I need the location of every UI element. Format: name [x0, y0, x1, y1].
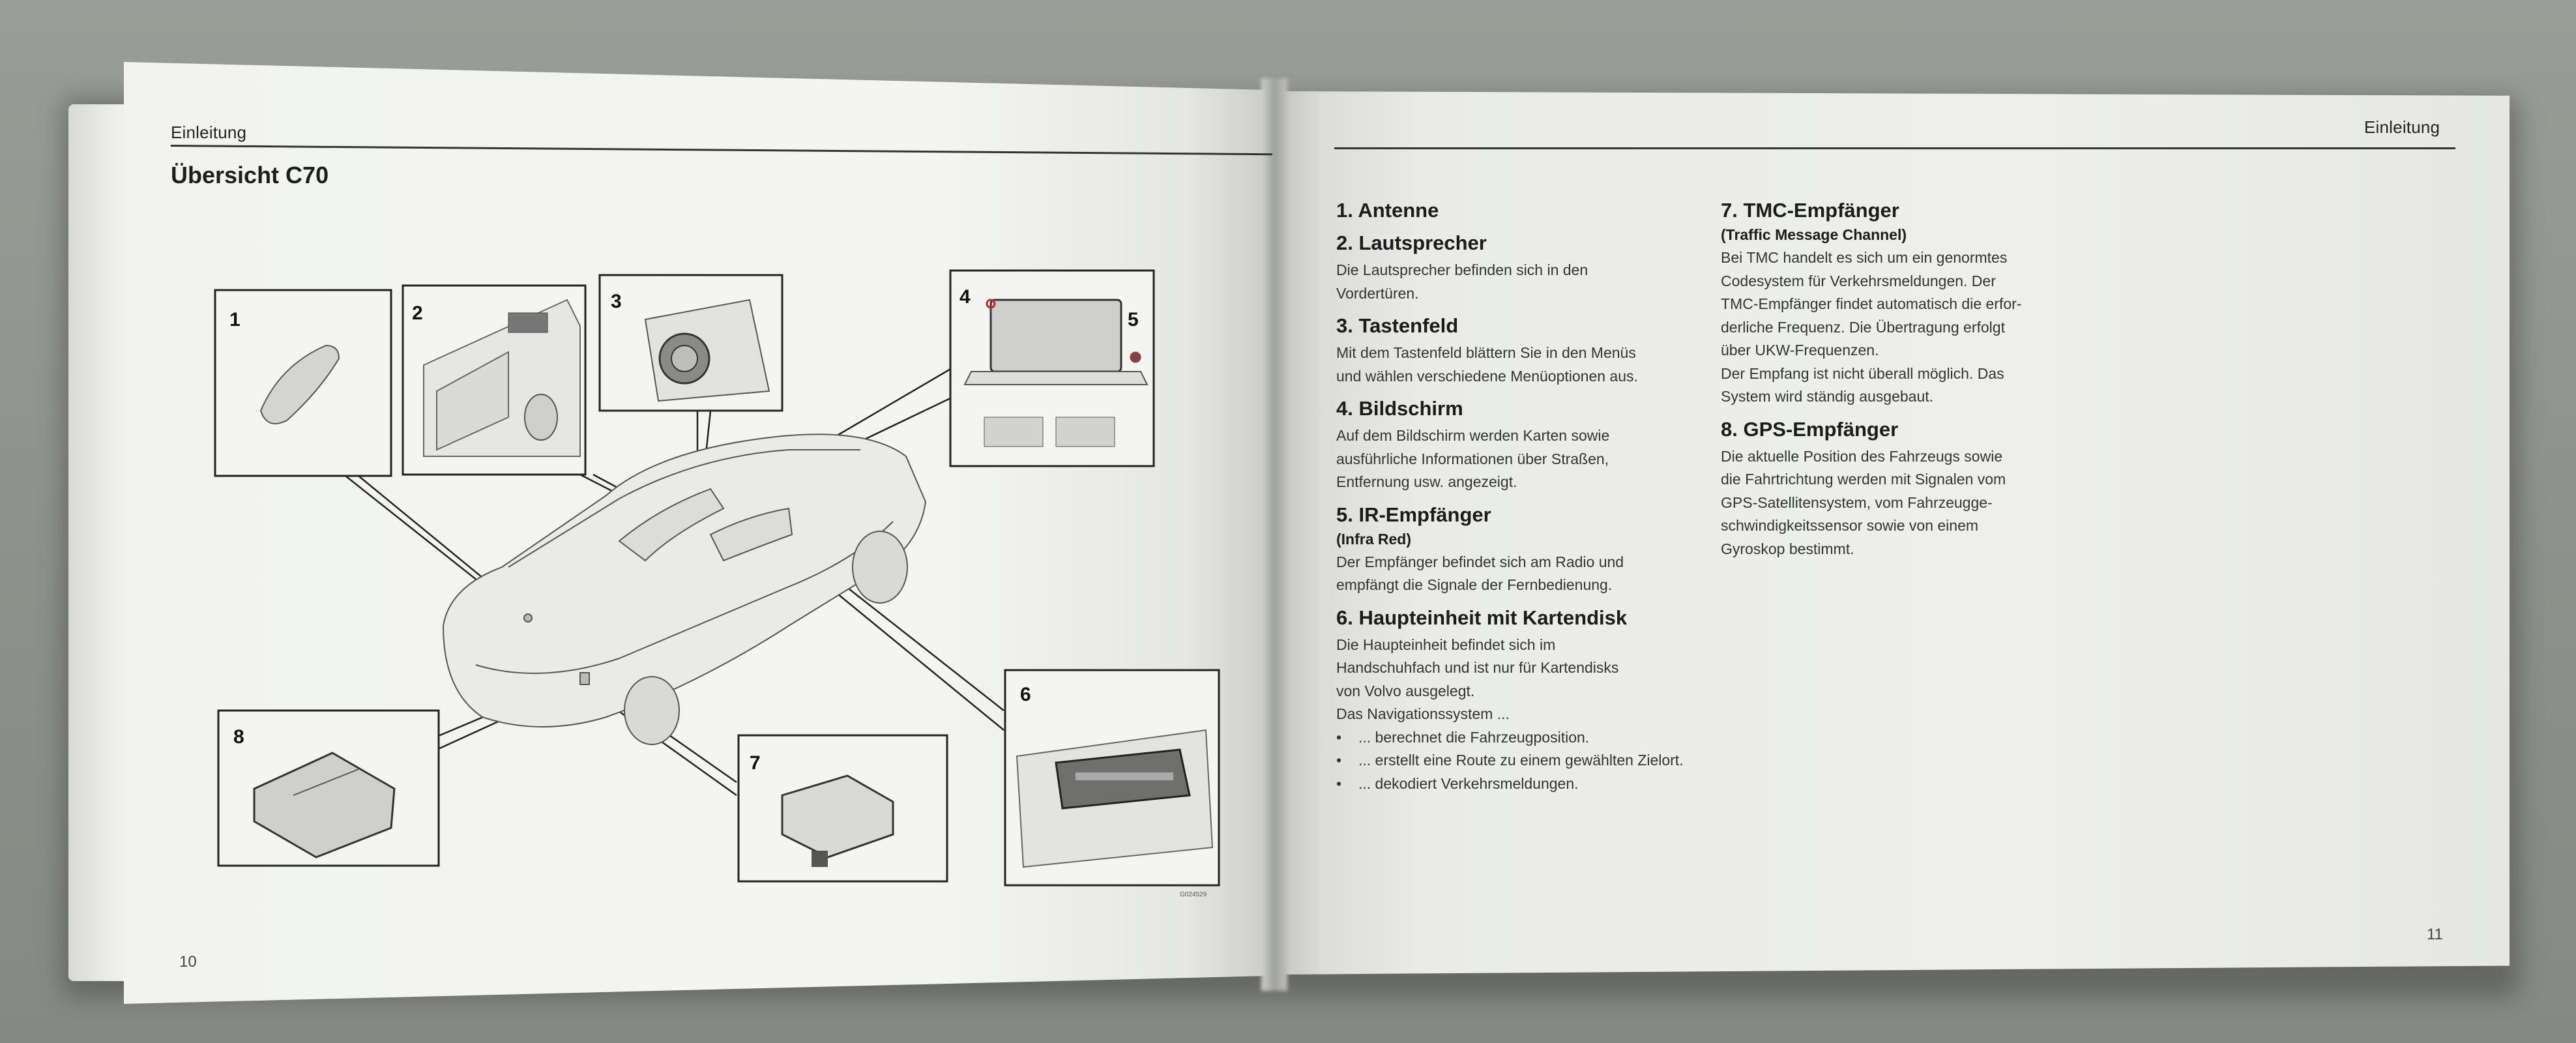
navigation-bullets: ... berechnet die Fahrzeugposition. ... …	[1336, 726, 1701, 796]
content-column-right: 7. TMC-Empfänger (Traffic Message Channe…	[1721, 199, 2086, 570]
callout-label-5: 5	[1128, 309, 1139, 331]
content-column-left: 1. Antenne 2. Lautsprecher Die Lautsprec…	[1336, 199, 1701, 804]
body-line: Die Lautsprecher befinden sich in den	[1336, 261, 1588, 278]
callout-box-2: 2	[402, 284, 587, 476]
bullet-item: ... dekodiert Verkehrsmeldungen.	[1336, 772, 1701, 796]
figure-code: G024529	[1180, 891, 1207, 898]
book-spine	[1261, 78, 1287, 991]
left-running-head: Einleitung	[171, 123, 247, 142]
body-line: Bei TMC handelt es sich um ein genormtes	[1721, 249, 2008, 266]
section-heading: 8. GPS-Empfänger	[1721, 417, 1899, 441]
callout-box-1: 1	[214, 289, 392, 477]
left-page-number: 10	[179, 953, 197, 971]
section-subheading: (Infra Red)	[1336, 530, 1411, 548]
callout-label-8: 8	[233, 726, 244, 748]
body-line: Mit dem Tastenfeld blättern Sie in den M…	[1336, 344, 1636, 361]
callout-label-6: 6	[1020, 684, 1031, 705]
section-gps-empfaenger: 8. GPS-Empfänger Die aktuelle Position d…	[1721, 418, 2086, 561]
callout-label-7: 7	[750, 752, 761, 774]
callout-label-2: 2	[412, 302, 423, 324]
body-line: GPS-Satellitensystem, vom Fahrzeugge-	[1721, 493, 1993, 511]
section-heading: 4. Bildschirm	[1336, 397, 1463, 420]
right-running-head: Einleitung	[2364, 117, 2440, 137]
page-title: Übersicht C70	[171, 162, 329, 188]
right-page-number: 11	[2427, 926, 2443, 943]
body-line: TMC-Empfänger findet automatisch die erf…	[1721, 295, 2022, 312]
callout-box-3: 3	[598, 274, 783, 412]
body-line: Der Empfänger befindet sich am Radio und	[1336, 553, 1624, 570]
body-line: ausführliche Informationen über Straßen,	[1336, 450, 1609, 467]
section-bildschirm: 4. Bildschirm Auf dem Bildschirm werden …	[1336, 397, 1701, 494]
body-line: Entfernung usw. angezeigt.	[1336, 473, 1517, 490]
section-ir-empfaenger: 5. IR-Empfänger (Infra Red) Der Empfänge…	[1336, 503, 1701, 597]
body-line: Auf dem Bildschirm werden Karten sowie	[1336, 427, 1610, 444]
bullet-item: ... erstellt eine Route zu einem gewählt…	[1336, 749, 1701, 772]
section-haupteinheit: 6. Haupteinheit mit Kartendisk Die Haupt…	[1336, 606, 1701, 796]
section-heading: 5. IR-Empfänger	[1336, 503, 1491, 526]
right-header-rule	[1334, 147, 2455, 149]
callout-box-8: 8	[217, 709, 440, 867]
callout-box-4-5: 4 5	[949, 269, 1155, 467]
section-antenne: 1. Antenne	[1336, 199, 1701, 222]
body-line: Vordertüren.	[1336, 284, 1419, 302]
callout-label-3: 3	[611, 291, 622, 312]
section-heading: 2. Lautsprecher	[1336, 231, 1487, 254]
right-page	[1274, 91, 2510, 975]
body-line: und wählen verschiedene Menüoptionen aus…	[1336, 367, 1638, 385]
section-lautsprecher: 2. Lautsprecher Die Lautsprecher befinde…	[1336, 231, 1701, 305]
body-line: Handschuhfach und ist nur für Kartendisk…	[1336, 659, 1619, 676]
section-tastenfeld: 3. Tastenfeld Mit dem Tastenfeld blätter…	[1336, 314, 1701, 388]
body-line: Der Empfang ist nicht überall möglich. D…	[1721, 364, 2004, 382]
body-line: System wird ständig ausgebaut.	[1721, 388, 1934, 405]
section-subheading: (Traffic Message Channel)	[1721, 226, 1907, 243]
section-heading: 3. Tastenfeld	[1336, 314, 1459, 337]
section-heading: 7. TMC-Empfänger	[1721, 199, 1899, 222]
body-line: empfängt die Signale der Fernbedienung.	[1336, 576, 1613, 593]
section-tmc-empfaenger: 7. TMC-Empfänger (Traffic Message Channe…	[1721, 199, 2086, 409]
bullet-item: ... berechnet die Fahrzeugposition.	[1336, 726, 1701, 750]
body-line: Das Navigationssystem ...	[1336, 705, 1510, 722]
body-line: schwindigkeitssensor sowie von einem	[1721, 517, 1979, 534]
body-line: Codesystem für Verkehrsmeldungen. Der	[1721, 272, 1996, 289]
body-line: Die aktuelle Position des Fahrzeugs sowi…	[1721, 447, 2003, 465]
vehicle-overview-figure: 1 2 3 4 5 6 G024529	[214, 269, 1220, 898]
body-line: Die Haupteinheit befindet sich im	[1336, 636, 1556, 653]
body-line: von Volvo ausgelegt.	[1336, 682, 1475, 699]
callout-label-4: 4	[959, 286, 971, 308]
callout-box-7: 7	[737, 734, 948, 883]
body-line: derliche Frequenz. Die Übertragung erfol…	[1721, 318, 2005, 336]
car-illustration	[442, 433, 927, 745]
callout-label-1: 1	[229, 309, 241, 331]
section-heading: 6. Haupteinheit mit Kartendisk	[1336, 606, 1628, 629]
body-line: Gyroskop bestimmt.	[1721, 540, 1854, 557]
body-line: die Fahrtrichtung werden mit Signalen vo…	[1721, 471, 2006, 488]
section-heading: 1. Antenne	[1336, 199, 1439, 222]
callout-box-6: 6	[1004, 669, 1220, 887]
body-line: über UKW-Frequenzen.	[1721, 342, 1879, 359]
